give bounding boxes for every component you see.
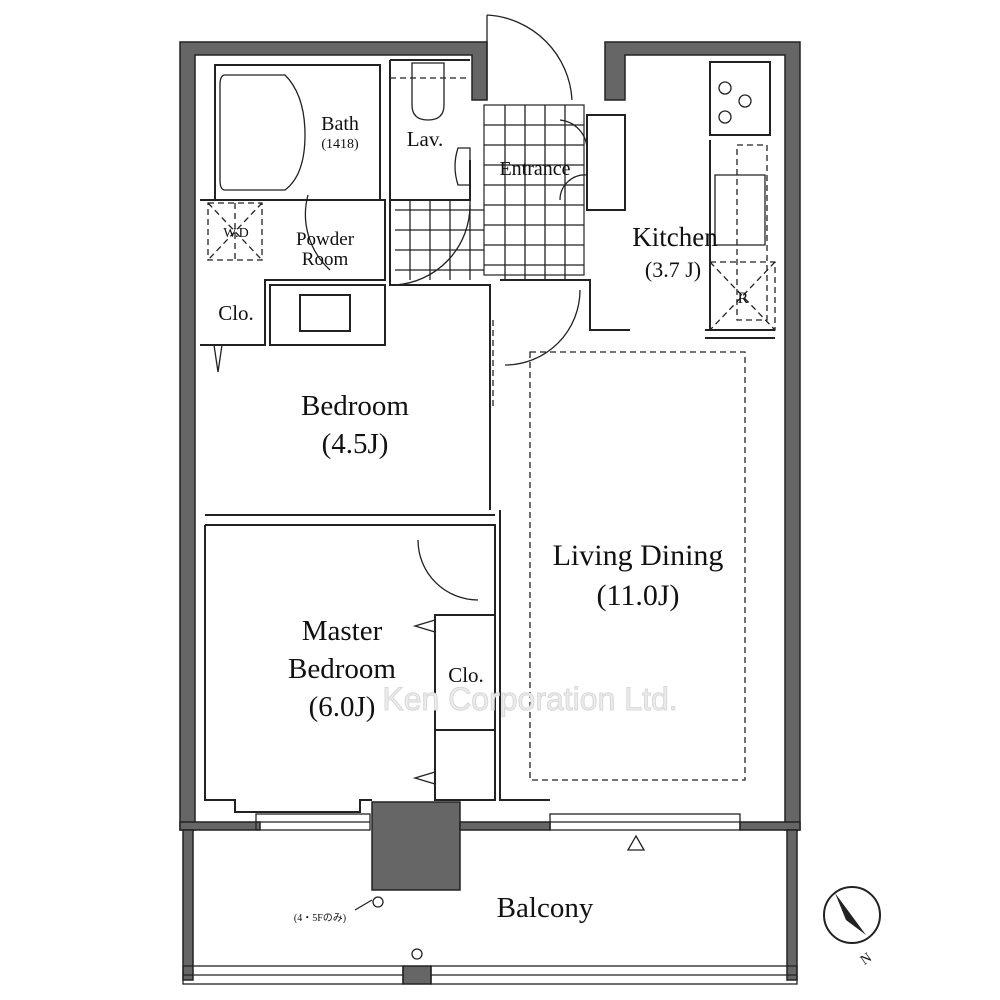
bedroom-door-swing bbox=[417, 539, 479, 601]
kitchen-label: Kitchen bbox=[632, 222, 718, 252]
closet-2-label: Clo. bbox=[448, 663, 484, 687]
entrance-tiles bbox=[395, 105, 584, 280]
compass-north-label: N bbox=[858, 950, 875, 968]
front-door-swing bbox=[486, 14, 573, 101]
bath-size: (1418) bbox=[321, 137, 359, 152]
windows bbox=[182, 813, 798, 985]
bedroom-size: (4.5J) bbox=[322, 428, 389, 460]
master-bedroom-label-2: Bedroom bbox=[288, 653, 396, 685]
entry-marker-icon bbox=[626, 834, 646, 851]
living-dining-label: Living Dining bbox=[553, 539, 724, 572]
entrance-label: Entrance bbox=[499, 158, 570, 180]
balcony-note: (4・5Fのみ) bbox=[294, 913, 346, 924]
powder-room-label-1: Powder bbox=[296, 229, 355, 250]
bath-label: Bath bbox=[321, 113, 359, 135]
sink-icon bbox=[454, 147, 471, 186]
lavatory-label: Lav. bbox=[407, 127, 444, 151]
living-dining-size: (11.0J) bbox=[596, 579, 679, 612]
bathtub-icon bbox=[219, 74, 306, 191]
kitchen-size: (3.7 J) bbox=[645, 257, 701, 282]
fixtures bbox=[213, 14, 752, 960]
lav-door-swing bbox=[394, 204, 471, 286]
toilet-icon bbox=[411, 62, 445, 121]
bedroom-label: Bedroom bbox=[301, 390, 409, 422]
refrigerator-label: R bbox=[738, 290, 749, 307]
balcony-label: Balcony bbox=[497, 892, 594, 924]
stove-icon bbox=[718, 81, 752, 124]
compass-icon: N bbox=[823, 886, 881, 969]
room-labels: Bath (1418) Lav. Entrance Kitchen (3.7 J… bbox=[218, 113, 748, 924]
washer-dryer-label: W.D bbox=[223, 226, 249, 241]
closet-label: Clo. bbox=[218, 301, 254, 325]
watermark: Ken Corporation Ltd. bbox=[382, 681, 677, 717]
master-bedroom-size: (6.0J) bbox=[309, 691, 376, 723]
ld-door-swing bbox=[504, 289, 581, 366]
exterior-walls bbox=[179, 41, 801, 985]
master-bedroom-label-1: Master bbox=[302, 615, 383, 647]
bath-door-swing bbox=[304, 194, 331, 271]
powder-room-label-2: Room bbox=[302, 249, 349, 270]
